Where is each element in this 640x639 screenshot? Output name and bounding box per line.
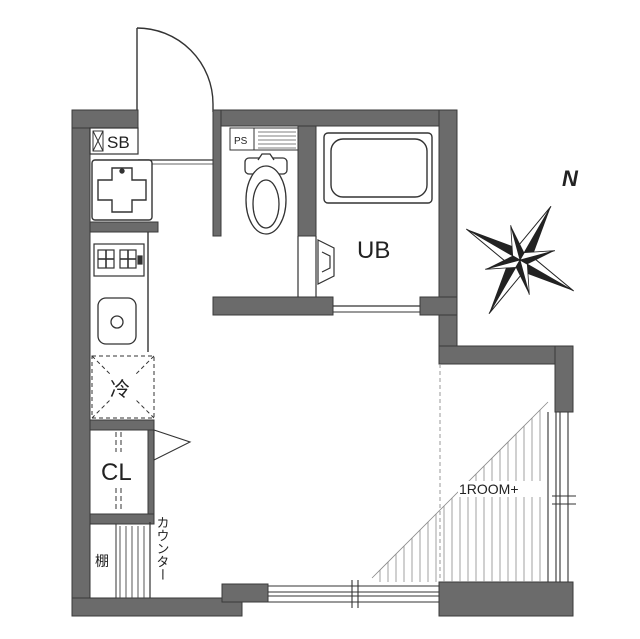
toilet-icon bbox=[244, 153, 288, 235]
washing-machine-pan-icon bbox=[91, 159, 153, 221]
ps-label: PS bbox=[234, 136, 248, 147]
toilet-door bbox=[297, 236, 317, 297]
counter-label: カウンター bbox=[155, 516, 170, 581]
kitchen bbox=[93, 232, 149, 352]
shelf: 棚 bbox=[89, 522, 151, 599]
refrigerator-space: 冷 bbox=[91, 355, 155, 419]
room-label: 1ROOM+ bbox=[459, 481, 519, 497]
fridge-label: 冷 bbox=[110, 378, 130, 401]
bathtub-icon bbox=[323, 132, 433, 204]
shoe-box: SB bbox=[89, 127, 139, 155]
interior-walls bbox=[89, 109, 458, 525]
toilet-room: PS bbox=[229, 127, 317, 297]
north-label: N bbox=[562, 166, 579, 191]
entrance-door bbox=[136, 27, 214, 112]
bathroom: UB bbox=[317, 132, 433, 313]
exterior-walls bbox=[71, 109, 574, 617]
bottom-window bbox=[268, 580, 439, 608]
stove-icon bbox=[93, 243, 145, 277]
kitchen-sink-icon bbox=[97, 297, 137, 345]
sb-label: SB bbox=[107, 133, 130, 152]
compass-icon: N bbox=[465, 166, 579, 315]
living-room: 1ROOM+ bbox=[371, 364, 576, 582]
closet: CL bbox=[98, 429, 192, 512]
ub-label: UB bbox=[357, 237, 390, 264]
closet-label: CL bbox=[101, 459, 132, 486]
shelf-label: 棚 bbox=[95, 553, 109, 569]
wash-basin-icon bbox=[317, 239, 335, 285]
